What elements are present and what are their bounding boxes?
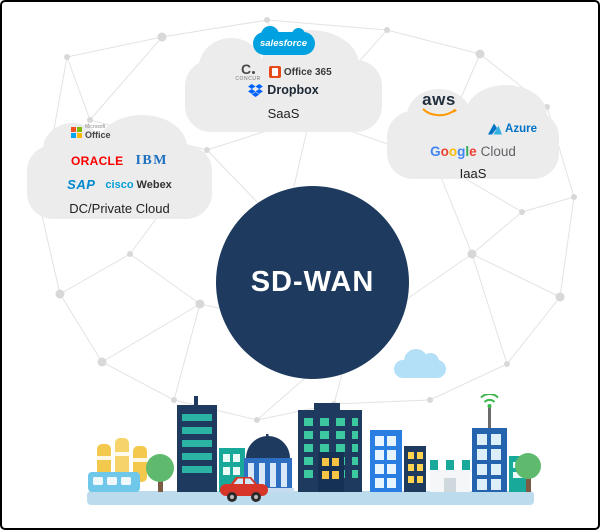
azure-label: Azure [505, 123, 537, 135]
dropbox-wrap: Dropbox [248, 83, 319, 97]
saas-cloud-content: salesforce C CONCUR Office 365 [185, 26, 382, 132]
office365-icon [268, 66, 281, 78]
cloud-shape [465, 85, 547, 145]
msoffice-wrap: Microsoft Office [71, 124, 111, 140]
salesforce-cloud-icon: salesforce [252, 26, 315, 55]
msoffice-text: Microsoft Office [85, 124, 111, 140]
office365-label: Office 365 [283, 66, 332, 78]
sdwan-circle: SD-WAN [216, 186, 409, 379]
google-letter: l [465, 144, 470, 159]
concur-c-icon: C [241, 62, 255, 76]
office365-logo: Office 365 [268, 66, 332, 78]
google-cloud-logo: G o o g l e Cloud [387, 144, 559, 159]
google-wordmark: G o o g l e [430, 144, 477, 159]
google-letter: o [440, 144, 449, 159]
saas-label: SaaS [267, 106, 300, 121]
google-letter: G [430, 144, 441, 159]
iaas-cloud-content: aws Azure G [387, 87, 559, 187]
iaas-cloud: aws Azure G [387, 85, 559, 187]
azure-logo: Azure [387, 123, 537, 135]
microsoft-office-logo: Microsoft Office [71, 124, 212, 140]
concur-label: CONCUR [235, 76, 261, 82]
sap-logo: SAP [67, 176, 96, 192]
google-cloud-label: Cloud [480, 144, 516, 159]
dropbox-icon [248, 83, 264, 97]
aws-wrap: aws [421, 91, 457, 117]
cityscape-illustration [87, 394, 541, 505]
dc-label: DC/Private Cloud [69, 201, 170, 216]
aws-label: aws [422, 90, 456, 109]
google-letter: g [457, 144, 466, 159]
google-letter: e [469, 144, 477, 159]
oracle-logo: ORACLE [71, 154, 124, 168]
sdwan-label: SD-WAN [250, 266, 375, 298]
iaas-label: IaaS [459, 166, 487, 181]
office-label: Office [85, 129, 111, 140]
azure-wrap: Azure [488, 123, 537, 135]
webex-label: Webex [136, 179, 172, 191]
saas-logo-row: C CONCUR Office 365 [185, 62, 382, 82]
dropbox-label: Dropbox [267, 83, 319, 97]
dropbox-logo: Dropbox [185, 83, 382, 97]
aws-logo: aws [421, 91, 559, 117]
salesforce-label: salesforce [259, 38, 307, 49]
salesforce-logo: salesforce [185, 26, 382, 55]
microsoft-label: Microsoft [85, 124, 106, 130]
concur-logo: C CONCUR [235, 62, 261, 82]
saas-cloud: salesforce C CONCUR Office 365 [185, 26, 382, 132]
small-cloud-icon [394, 349, 446, 378]
azure-icon [488, 123, 503, 135]
ibm-logo: IBM [135, 153, 168, 168]
google-letter: o [448, 144, 458, 159]
oracle-ibm-row: ORACLE IBM [27, 153, 212, 169]
aws-smile-icon [422, 108, 457, 117]
cloud-shape [97, 115, 187, 179]
microsoft-icon [71, 127, 82, 139]
cisco-label: cisco [105, 179, 134, 191]
